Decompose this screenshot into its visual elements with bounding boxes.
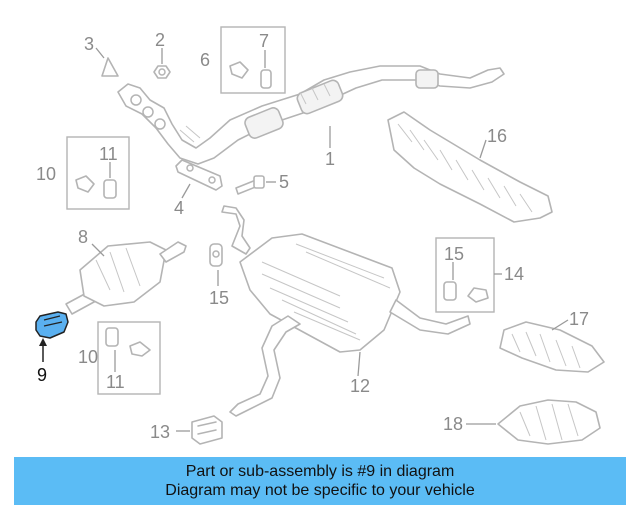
part-4-hanger[interactable]	[175, 159, 223, 191]
part-9-clamp[interactable]	[35, 311, 69, 339]
callout-11-bottom: 11	[106, 372, 125, 392]
part-info-line: Part or sub-assembly is #9 in diagram	[185, 463, 455, 480]
callout-11-top: 11	[99, 144, 118, 164]
part-16-heat-shield[interactable]	[387, 111, 553, 223]
callout-1: 1	[325, 149, 335, 169]
callout-18: 18	[443, 414, 463, 434]
callout-10-top: 10	[36, 164, 56, 184]
callout-12: 12	[350, 376, 370, 396]
callout-3: 3	[84, 34, 94, 54]
callout-10-bottom: 10	[78, 347, 98, 367]
callout-4: 4	[174, 198, 184, 218]
bracket-box-14[interactable]	[435, 237, 495, 313]
callout-13: 13	[150, 422, 170, 442]
part-15-insulator[interactable]	[209, 243, 223, 267]
part-3-heat-shield[interactable]	[101, 57, 119, 77]
part-8-resonator-pipe[interactable]	[65, 241, 187, 315]
callout-2: 2	[155, 30, 165, 50]
callout-15-middle: 15	[209, 288, 229, 308]
callout-7: 7	[259, 31, 269, 51]
part-13-clamp[interactable]	[191, 415, 223, 445]
part-2-nut[interactable]	[153, 65, 171, 79]
part-12-muffler[interactable]	[221, 205, 471, 417]
disclaimer-line: Diagram may not be specific to your vehi…	[165, 482, 475, 499]
callout-16: 16	[487, 126, 507, 146]
callout-6: 6	[200, 50, 210, 70]
callout-9: 9	[37, 365, 47, 385]
part-17-heat-shield[interactable]	[499, 321, 605, 373]
bracket-box-10-bottom[interactable]	[97, 321, 161, 395]
part-18-heat-shield[interactable]	[497, 399, 601, 445]
bracket-box-10-top[interactable]	[66, 136, 130, 210]
part-1-front-pipe[interactable]	[117, 65, 505, 165]
callout-8: 8	[78, 227, 88, 247]
callout-15-right: 15	[444, 244, 464, 264]
part-5-bolt[interactable]	[235, 175, 265, 195]
exhaust-parts-diagram: 3 2 6 7 1 10 11 4	[35, 26, 605, 445]
callout-5: 5	[279, 172, 289, 192]
callout-9-arrow	[39, 338, 47, 346]
callout-14: 14	[504, 264, 524, 284]
bracket-box-6[interactable]	[220, 26, 286, 94]
callout-17: 17	[569, 309, 589, 329]
part-info-banner: Part or sub-assembly is #9 in diagram Di…	[14, 457, 626, 505]
